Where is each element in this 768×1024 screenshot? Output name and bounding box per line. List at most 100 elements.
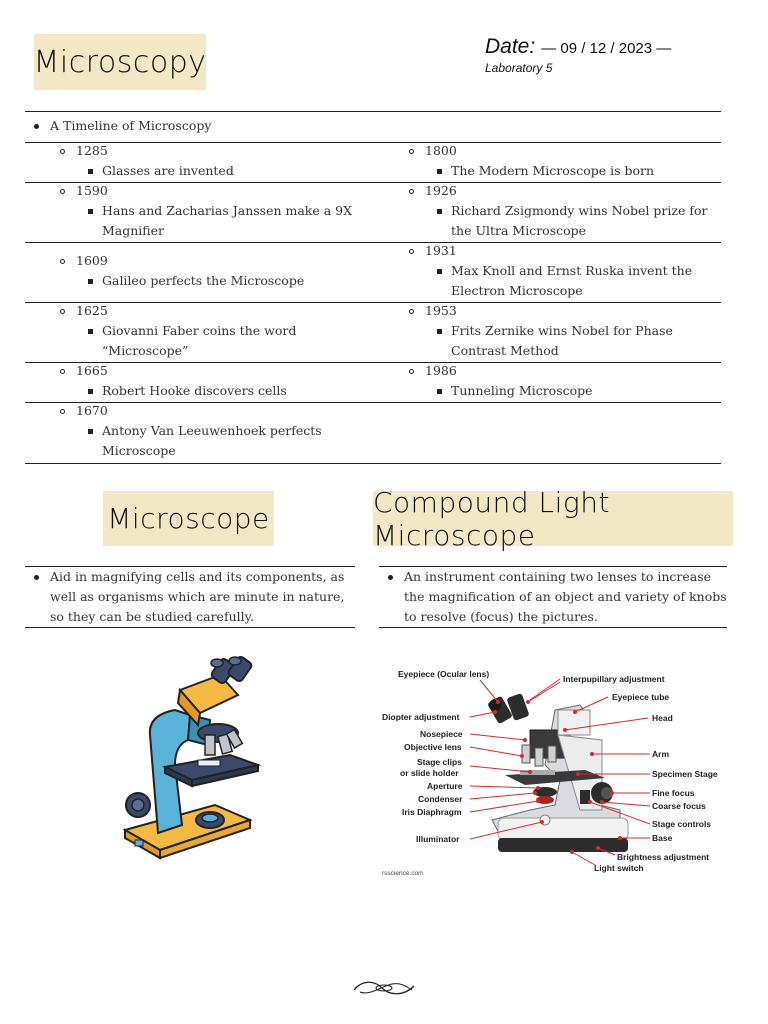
timeline-event: Hans and Zacharias Janssen make a 9X: [102, 203, 353, 218]
diagram-label: Eyepiece (Ocular lens): [398, 669, 489, 679]
diagram-label: Objective lens: [404, 742, 462, 752]
diagram-label: Fine focus: [652, 788, 695, 798]
timeline-event: The Modern Microscope is born: [451, 163, 655, 178]
divider: [25, 402, 721, 403]
divider: [25, 142, 721, 143]
bullet: [60, 259, 65, 264]
timeline-event: Galileo perfects the Microscope: [102, 273, 305, 288]
timeline-year: 1590: [76, 183, 108, 198]
bullet: [437, 269, 442, 274]
timeline-year: 1665: [76, 363, 108, 378]
flourish-divider-icon: [353, 981, 415, 995]
diagram-label: Iris Diaphragm: [402, 807, 462, 817]
bullet: [60, 409, 65, 414]
bullet: [60, 309, 65, 314]
diagram-label: or slide holder: [400, 768, 459, 778]
timeline-year: 1609: [76, 253, 108, 268]
timeline-event: Giovanni Faber coins the word: [102, 323, 297, 338]
diagram-label: Diopter adjustment: [382, 712, 460, 722]
timeline-event: Glasses are invented: [102, 163, 234, 178]
bullet: [60, 149, 65, 154]
timeline-year: 1986: [425, 363, 457, 378]
timeline-event: Antony Van Leeuwenhoek perfects: [102, 423, 322, 438]
bullet: [60, 369, 65, 374]
bullet: [88, 389, 93, 394]
timeline-heading: A Timeline of Microscopy: [50, 118, 212, 133]
date-label: Date:: [485, 35, 536, 58]
diagram-label: Eyepiece tube: [612, 692, 669, 702]
divider: [25, 627, 355, 628]
microscope-definition: so they can be studied carefully.: [50, 609, 255, 624]
diagram-label: Base: [652, 833, 673, 843]
timeline-event: Richard Zsigmondy wins Nobel prize for: [451, 203, 708, 218]
diagram-label: Aperture: [427, 781, 463, 791]
divider: [25, 182, 721, 183]
bullet: [388, 575, 393, 580]
date-block: Date: — 09 / 12 / 2023 — Laboratory 5: [485, 35, 745, 75]
diagram-source: rsscience.com: [382, 870, 424, 877]
microscope-definition: Aid in magnifying cells and its componen…: [50, 569, 345, 584]
bullet: [88, 209, 93, 214]
diagram-label: Illuminator: [416, 834, 460, 844]
bullet: [409, 189, 414, 194]
divider: [25, 463, 721, 464]
diagram-label: Head: [652, 713, 673, 723]
bullet: [409, 149, 414, 154]
diagram-label: Coarse focus: [652, 801, 706, 811]
diagram-label: Stage controls: [652, 819, 711, 829]
timeline-event: Max Knoll and Ernst Ruska invent the: [451, 263, 693, 278]
timeline-event: Contrast Method: [451, 343, 559, 358]
bullet: [60, 189, 65, 194]
divider: [379, 566, 727, 567]
timeline-event: the Ultra Microscope: [451, 223, 587, 238]
diagram-label: Light switch: [594, 863, 644, 873]
compound-definition: to resolve (focus) the pictures.: [404, 609, 598, 624]
compound-definition: the magnification of an object and varie…: [404, 589, 727, 604]
microscope-illustration: [122, 655, 262, 860]
timeline-year: 1953: [425, 303, 457, 318]
bullet: [88, 429, 93, 434]
timeline-event: Microscope: [102, 443, 176, 458]
bullet: [437, 389, 442, 394]
diagram-label: Nosepiece: [420, 729, 463, 739]
compound-microscope-heading: Compound Light Microscope: [373, 486, 733, 552]
divider: [25, 242, 721, 243]
microscope-definition: well as organisms which are minute in na…: [50, 589, 345, 604]
diagram-label: Brightness adjustment: [617, 852, 709, 862]
microscope-heading: Microscope: [103, 491, 274, 546]
date-value: — 09 / 12 / 2023 —: [541, 40, 672, 57]
bullet: [88, 169, 93, 174]
bullet: [409, 309, 414, 314]
diagram-label: Specimen Stage: [652, 769, 718, 779]
bullet: [409, 369, 414, 374]
lab-subtitle: Laboratory 5: [485, 61, 553, 75]
bullet: [88, 329, 93, 334]
bullet: [437, 209, 442, 214]
diagram-label: Arm: [652, 749, 669, 759]
bullet: [437, 329, 442, 334]
bullet: [88, 279, 93, 284]
diagram-label: Stage clips: [417, 757, 462, 767]
bullet: [34, 124, 39, 129]
divider: [25, 111, 721, 112]
compound-definition: An instrument containing two lenses to i…: [404, 569, 712, 584]
bullet: [409, 249, 414, 254]
timeline-year: 1800: [425, 143, 457, 158]
timeline-year: 1931: [425, 243, 457, 258]
divider: [25, 302, 721, 303]
compound-microscope-diagram: Eyepiece (Ocular lens) Diopter adjustmen…: [382, 669, 718, 877]
timeline-event: Robert Hooke discovers cells: [102, 383, 287, 398]
timeline-event: Electron Microscope: [451, 283, 583, 298]
diagram-label: Interpupillary adjustment: [563, 674, 665, 684]
divider: [25, 362, 721, 363]
timeline-year: 1926: [425, 183, 457, 198]
timeline-year: 1285: [76, 143, 108, 158]
divider: [25, 566, 355, 567]
timeline-year: 1670: [76, 403, 108, 418]
page-title: Microscopy: [33, 34, 206, 90]
timeline-year: 1625: [76, 303, 108, 318]
diagram-label: Condenser: [418, 794, 463, 804]
timeline-event: Tunneling Microscope: [451, 383, 593, 398]
timeline-event: “Microscope”: [102, 343, 189, 358]
bullet: [437, 169, 442, 174]
